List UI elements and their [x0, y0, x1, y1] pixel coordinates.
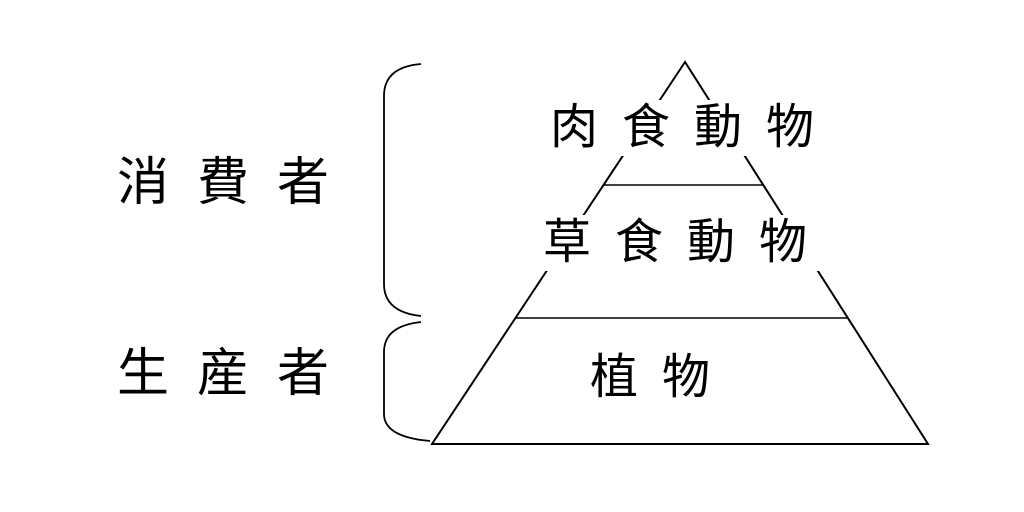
producers-bracket [383, 321, 431, 442]
consumers-bracket [383, 63, 422, 317]
producers-label: 生産者 [116, 345, 358, 403]
tier-middle-label-herbivores: 草食動物 [532, 215, 834, 271]
tier-top-label-carnivores: 肉食動物 [539, 100, 841, 156]
consumers-label: 消費者 [116, 154, 358, 212]
tier-bottom-label-plants: 植物 [589, 351, 735, 404]
